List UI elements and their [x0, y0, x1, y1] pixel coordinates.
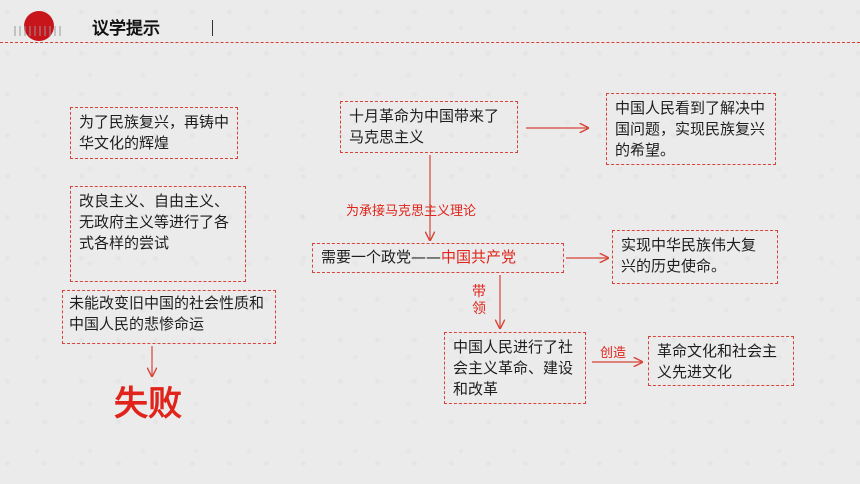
header-divider — [0, 42, 860, 43]
header-title: 议学提示 — [92, 19, 160, 39]
node-culture: 革命文化和社会主义先进文化 — [648, 336, 794, 386]
party-prefix: 需要一个政党—— — [321, 248, 442, 266]
brush-stroke — [14, 26, 62, 36]
label-create: 创造 — [600, 346, 627, 361]
result-failure: 失败 — [114, 384, 182, 424]
header-logo — [14, 8, 64, 44]
header-separator — [212, 20, 213, 36]
node-need-party: 需要一个政党——中国共产党 — [312, 243, 564, 273]
node-socialist-practice: 中国人民进行了社会主义革命、建设和改革 — [444, 332, 586, 404]
node-attempts: 改良主义、自由主义、无政府主义等进行了各式各样的尝试 — [70, 186, 246, 282]
label-inherit-theory: 为承接马克思主义理论 — [346, 204, 477, 219]
node-hope: 中国人民看到了解决中国问题，实现民族复兴的希望。 — [606, 93, 776, 165]
node-failure-cause: 未能改变旧中国的社会性质和中国人民的悲惨命运 — [62, 290, 276, 344]
node-revival-goal: 为了民族复兴，再铸中华文化的辉煌 — [70, 107, 238, 159]
node-mission: 实现中华民族伟大复兴的历史使命。 — [612, 230, 778, 284]
label-lead: 带领 — [472, 284, 486, 317]
party-name: 中国共产党 — [441, 248, 517, 266]
node-october-revolution: 十月革命为中国带来了马克思主义 — [340, 101, 518, 153]
